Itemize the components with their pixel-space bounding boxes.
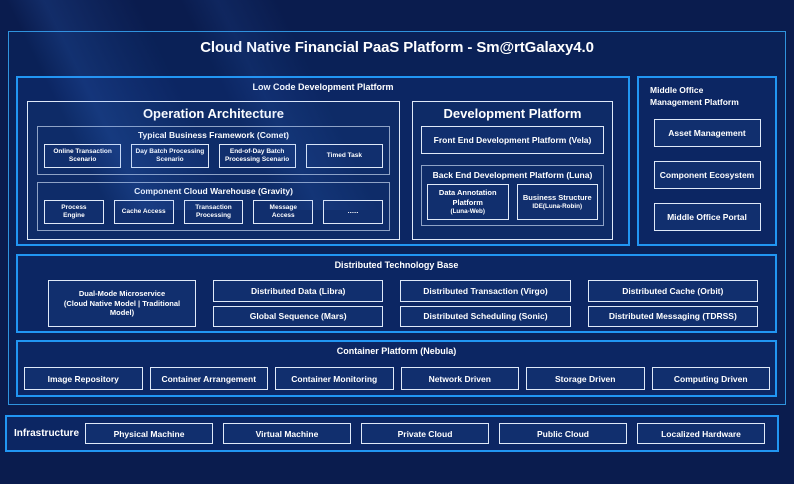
box-distributed-transaction-virgo: Distributed Transaction (Virgo) [400,280,571,302]
box-asset-management: Asset Management [653,118,761,147]
box-message-access: Message Access [253,200,314,224]
page-title: Cloud Native Financial PaaS Platform - S… [200,39,594,56]
container-platform-title: Container Platform (Nebula) [336,346,457,356]
business-structure-name: Business Structure [522,193,592,203]
distributed-title: Distributed Technology Base [334,260,459,270]
box-virtual-machine: Virtual Machine [223,423,351,444]
box-computing-driven: Computing Driven [651,367,770,390]
infrastructure-panel: Infrastructure Physical Machine Virtual … [5,415,779,452]
box-timed-task: Timed Task [305,144,383,168]
back-end-title: Back End Development Platform (Luna) [432,170,593,180]
box-distributed-data-libra: Distributed Data (Libra) [213,280,384,302]
data-annotation-sub: (Luna-Web) [450,207,485,215]
comet-row: Online Transaction Scenario Day Batch Pr… [44,144,383,168]
container-platform-nebula-panel: Container Platform (Nebula) Image Reposi… [16,340,777,397]
box-localized-hardware: Localized Hardware [637,423,765,444]
development-platform-box: Development Platform Front End Developme… [412,101,613,240]
dual-mode-line1: Dual-Mode Microservice [78,288,166,298]
comet-title: Typical Business Framework (Comet) [138,130,289,140]
infrastructure-row: Physical Machine Virtual Machine Private… [85,423,765,444]
distributed-technology-base-panel: Distributed Technology Base Dual-Mode Mi… [16,254,777,333]
box-distributed-scheduling-sonic: Distributed Scheduling (Sonic) [400,305,571,327]
box-global-sequence-mars: Global Sequence (Mars) [213,305,384,327]
low-code-development-platform-panel: Low Code Development Platform Operation … [16,76,630,246]
typical-business-framework-comet-box: Typical Business Framework (Comet) Onlin… [37,126,390,175]
distributed-col-1: Distributed Data (Libra) Global Sequence… [213,280,384,327]
gravity-title: Component Cloud Warehouse (Gravity) [134,186,293,196]
data-annotation-name: Data Annotation Platform [438,188,497,207]
box-online-transaction-scenario: Online Transaction Scenario [44,144,122,168]
distributed-row: Dual-Mode Microservice (Cloud Native Mod… [48,280,758,327]
box-physical-machine: Physical Machine [85,423,213,444]
infrastructure-label: Infrastructure [14,428,80,439]
box-public-cloud: Public Cloud [499,423,627,444]
box-component-ecosystem: Component Ecosystem [653,160,761,189]
box-image-repository: Image Repository [24,367,143,390]
box-storage-driven: Storage Driven [526,367,645,390]
platform-frame: Cloud Native Financial PaaS Platform - S… [8,31,786,405]
distributed-col-2: Distributed Transaction (Virgo) Distribu… [400,280,571,327]
box-end-of-day-batch-processing-scenario: End-of-Day Batch Processing Scenario [218,144,296,168]
box-front-end-development-platform-vela: Front End Development Platform (Vela) [421,126,604,154]
box-container-arrangement: Container Arrangement [149,367,268,390]
operation-architecture-box: Operation Architecture Typical Business … [27,101,400,240]
distributed-col-3: Distributed Cache (Orbit) Distributed Me… [587,280,758,327]
component-cloud-warehouse-gravity-box: Component Cloud Warehouse (Gravity) Proc… [37,182,390,231]
middle-office-title: Middle Office Management Platform [650,85,739,107]
container-platform-row: Image Repository Container Arrangement C… [24,367,770,390]
dual-mode-line2: (Cloud Native Model | Traditional Model) [63,298,181,318]
box-process-engine: Process Engine [44,200,104,224]
box-private-cloud: Private Cloud [361,423,489,444]
box-middle-office-portal: Middle Office Portal [653,202,761,231]
box-container-monitoring: Container Monitoring [275,367,394,390]
operation-architecture-title: Operation Architecture [142,106,285,121]
back-end-development-platform-luna-box: Back End Development Platform (Luna) Dat… [421,165,604,226]
box-dual-mode-microservice: Dual-Mode Microservice (Cloud Native Mod… [48,280,196,327]
business-structure-sub: IDE(Luna-Robin) [532,202,583,210]
box-network-driven: Network Driven [400,367,519,390]
box-distributed-cache-orbit: Distributed Cache (Orbit) [587,280,758,302]
box-transaction-processing: Transaction Processing [183,200,244,224]
gravity-row: Process Engine Cache Access Transaction … [44,200,383,224]
development-platform-title: Development Platform [443,106,582,121]
box-data-annotation-platform-luna-web: Data Annotation Platform (Luna-Web) [427,184,509,220]
middle-office-management-platform-panel: Middle Office Management Platform Asset … [637,76,777,246]
box-ellipsis: ...... [323,200,383,224]
back-end-row: Data Annotation Platform (Luna-Web) Busi… [427,184,598,220]
low-code-platform-label: Low Code Development Platform [252,82,394,92]
box-business-structure-ide-luna-robin: Business Structure IDE(Luna-Robin) [516,184,598,220]
box-distributed-messaging-tdrss: Distributed Messaging (TDRSS) [587,305,758,327]
box-day-batch-processing-scenario: Day Batch Processing Scenario [131,144,209,168]
box-cache-access: Cache Access [113,200,174,224]
